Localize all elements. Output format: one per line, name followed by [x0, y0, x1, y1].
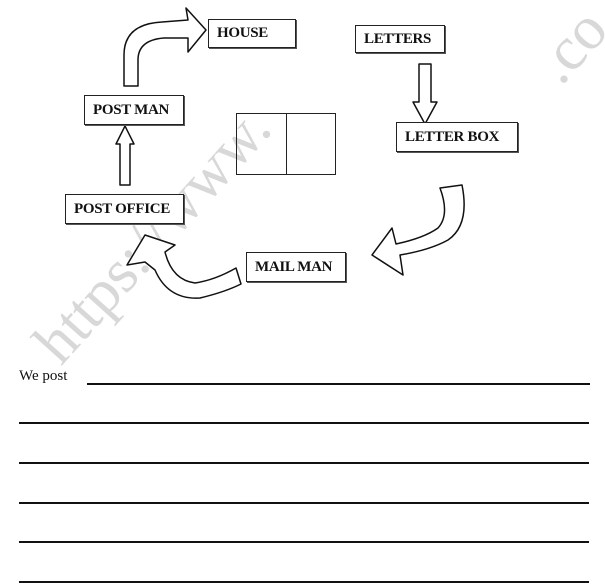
answer-line-5[interactable]	[19, 541, 589, 543]
box-post-man: POST MAN	[84, 95, 184, 125]
flow-arrows	[115, 7, 465, 299]
box-mail-man: MAIL MAN	[246, 252, 346, 282]
box-letters: LETTERS	[355, 25, 445, 53]
answer-line-2[interactable]	[19, 422, 589, 424]
center-blank-box	[236, 113, 336, 175]
center-blank-left	[237, 114, 287, 174]
box-house-label: HOUSE	[217, 25, 269, 41]
box-post-man-label: POST MAN	[93, 101, 170, 118]
arrow-letterbox-to-mailman	[371, 184, 465, 276]
center-blank-right	[287, 114, 336, 174]
box-letter-box: LETTER BOX	[396, 122, 518, 152]
answer-line-1[interactable]	[87, 383, 590, 385]
answer-line-4[interactable]	[19, 502, 589, 504]
writing-prompt: We post	[19, 368, 68, 384]
box-post-office: POST OFFICE	[65, 194, 184, 224]
box-house: HOUSE	[208, 19, 296, 48]
box-mail-man-label: MAIL MAN	[255, 258, 333, 275]
arrow-postoffice-to-postman	[115, 125, 135, 186]
box-post-office-label: POST OFFICE	[74, 200, 171, 217]
box-letters-label: LETTERS	[364, 30, 432, 47]
arrow-letters-to-letterbox	[412, 63, 438, 125]
arrow-postman-to-house	[123, 7, 207, 87]
box-letter-box-label: LETTER BOX	[405, 128, 500, 145]
answer-line-6[interactable]	[19, 581, 589, 583]
answer-line-3[interactable]	[19, 462, 589, 464]
arrow-mailman-to-postoffice	[126, 234, 242, 299]
